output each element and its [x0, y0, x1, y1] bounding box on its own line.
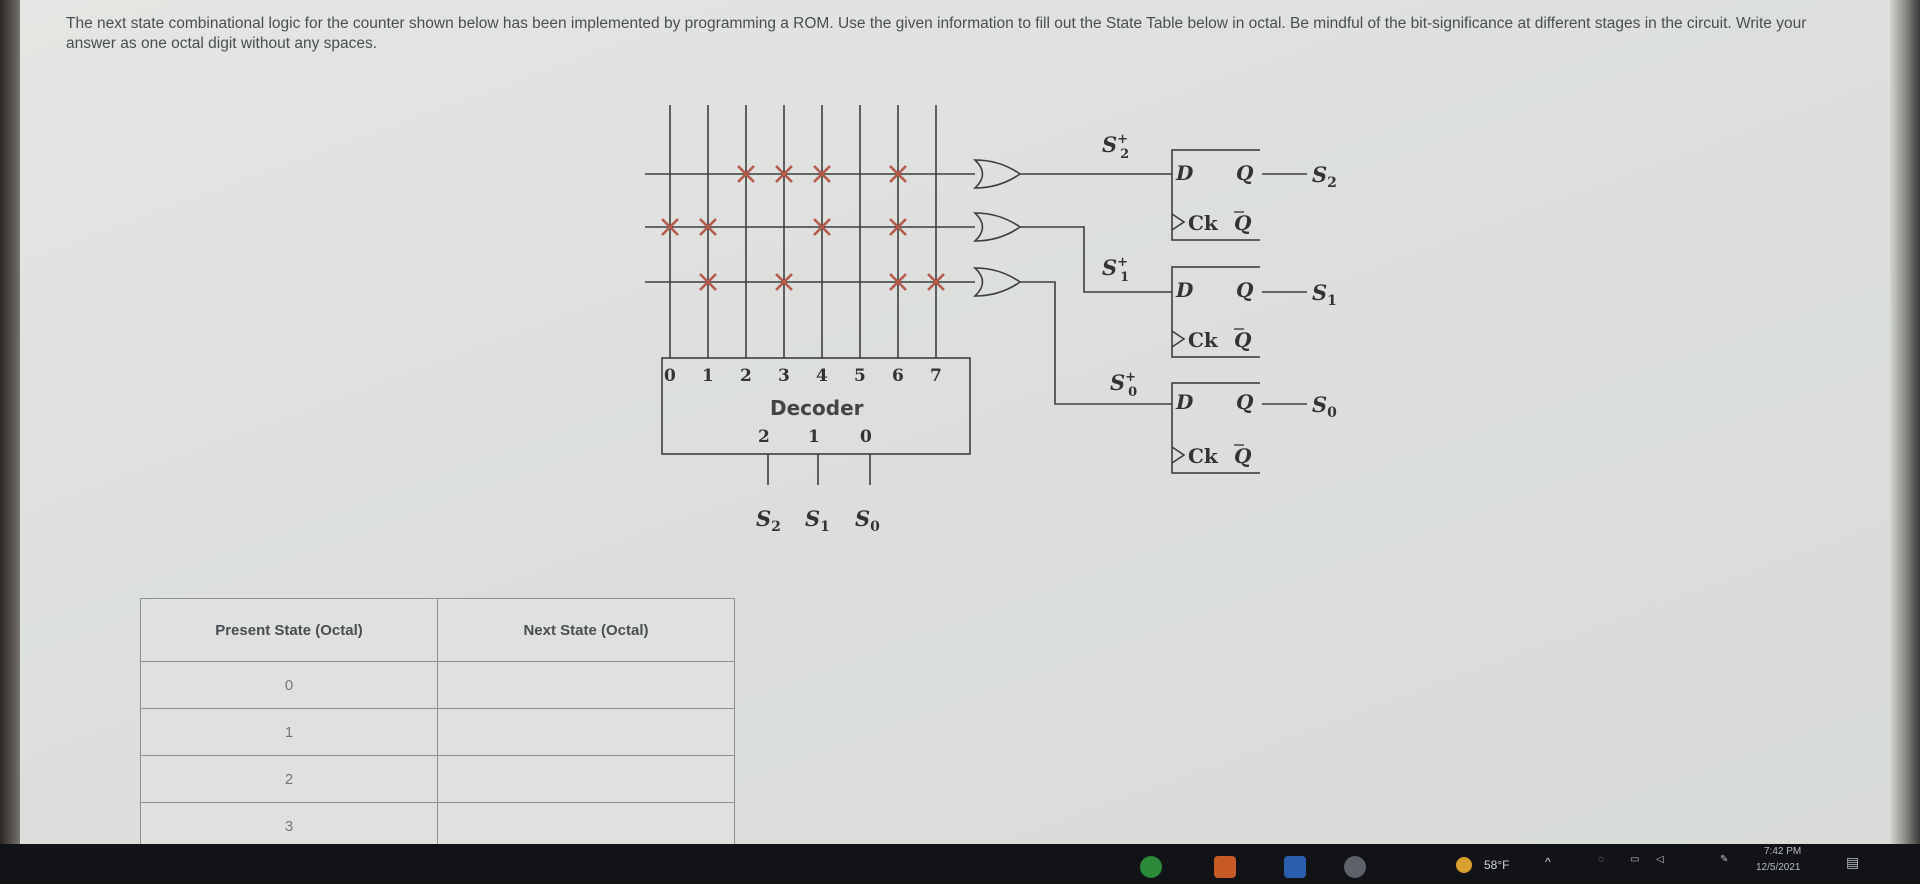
decoder-output-3: 3: [778, 366, 790, 386]
ff1-qbar: Q: [1234, 328, 1252, 352]
svg-text:S2: S2: [1312, 162, 1337, 191]
decoder-input-1: 1: [808, 427, 820, 447]
output-s1: S: [1312, 280, 1327, 305]
pen-icon[interactable]: ✎: [1720, 854, 1729, 865]
ff0-d: D: [1175, 390, 1194, 414]
svg-text:S1: S1: [805, 506, 830, 535]
header-present-state: Present State (Octal): [140, 598, 438, 662]
table-row: 1: [140, 708, 735, 756]
next-state-s2: S: [1102, 132, 1117, 157]
svg-text:S+0: S+0: [1110, 370, 1137, 400]
ff1-q: Q: [1236, 278, 1254, 302]
table-row: 2: [140, 755, 735, 803]
ff1-d: D: [1175, 278, 1194, 302]
decoder-output-2: 2: [740, 366, 752, 386]
input-label-s0: S: [855, 506, 870, 531]
svg-text:S0: S0: [855, 506, 880, 535]
decoder-output-6: 6: [892, 366, 904, 386]
clock-date[interactable]: 12/5/2021: [1756, 862, 1801, 873]
svg-text:S+1: S+1: [1102, 255, 1129, 285]
table-row: 0: [140, 661, 735, 709]
header-next-state: Next State (Octal): [437, 598, 735, 662]
counter-circuit-diagram: 0 1 2 3 4 5 6 7 2 1 0 Decoder S2 S1 S0 S…: [645, 105, 1260, 535]
present-state-cell: 1: [140, 708, 438, 756]
state-table: Present State (Octal) Next State (Octal)…: [140, 598, 735, 850]
output-s0: S: [1312, 392, 1327, 417]
input-sub-1: 1: [820, 519, 830, 535]
decoder-output-1: 1: [702, 366, 714, 386]
decoder-output-4: 4: [816, 366, 828, 386]
chevron-up-icon[interactable]: ^: [1545, 855, 1551, 869]
clock-time[interactable]: 7:42 PM: [1764, 846, 1802, 857]
present-state-cell: 0: [140, 661, 438, 709]
decoder-label: Decoder: [770, 396, 864, 420]
input-sub-0: 0: [870, 519, 880, 535]
decoder-input-2: 2: [758, 427, 770, 447]
ff0-q: Q: [1236, 390, 1254, 414]
input-label-s1: S: [805, 506, 820, 531]
input-label-s2: S: [756, 506, 771, 531]
chrome-icon[interactable]: [1140, 856, 1162, 878]
svg-text:S1: S1: [1312, 280, 1337, 309]
ff2-d: D: [1175, 161, 1194, 185]
question-text: The next state combinational logic for t…: [66, 15, 1807, 52]
notification-icon[interactable]: ▤: [1846, 854, 1860, 870]
battery-icon[interactable]: ▭: [1630, 854, 1640, 865]
output-s2: S: [1312, 162, 1327, 187]
word-icon[interactable]: [1284, 856, 1306, 878]
weather-icon[interactable]: [1456, 857, 1472, 873]
svg-text:S+2: S+2: [1102, 132, 1129, 162]
svg-text:S2: S2: [756, 506, 781, 535]
decoder-output-7: 7: [930, 366, 942, 386]
table-row: 3: [140, 802, 735, 850]
next-state-s0: S: [1110, 370, 1125, 395]
network-icon[interactable]: ◌: [1598, 854, 1604, 865]
input-sub-2: 2: [771, 519, 781, 535]
decoder-output-0: 0: [664, 366, 676, 386]
office-icon[interactable]: [1214, 856, 1236, 878]
monitor-bezel-right: [1890, 0, 1920, 884]
ff2-q: Q: [1236, 161, 1254, 185]
present-state-cell: 2: [140, 755, 438, 803]
temperature-text[interactable]: 58°F: [1484, 858, 1510, 872]
ff0-qbar: Q: [1234, 444, 1252, 468]
present-state-cell: 3: [140, 802, 438, 850]
ff0-ck: Ck: [1188, 444, 1219, 468]
decoder-input-0: 0: [860, 427, 872, 447]
ff2-ck: Ck: [1188, 211, 1219, 235]
flip-flop-outputs: S2 S1 S0: [1262, 162, 1337, 421]
volume-icon[interactable]: ◁: [1656, 854, 1664, 865]
svg-text:S0: S0: [1312, 392, 1337, 421]
decoder-output-5: 5: [854, 366, 866, 386]
next-state-input[interactable]: [437, 755, 735, 803]
ff2-qbar: Q: [1234, 211, 1252, 235]
next-state-input[interactable]: [437, 708, 735, 756]
ff1-ck: Ck: [1188, 328, 1219, 352]
taskbar: 58°F ^ ◌ ▭ ◁ ✎ 7:42 PM 12/5/2021 ▤: [0, 844, 1920, 884]
next-state-s1: S: [1102, 255, 1117, 280]
next-state-input[interactable]: [437, 661, 735, 709]
settings-gear-icon[interactable]: [1344, 856, 1366, 878]
next-state-input[interactable]: [437, 802, 735, 850]
